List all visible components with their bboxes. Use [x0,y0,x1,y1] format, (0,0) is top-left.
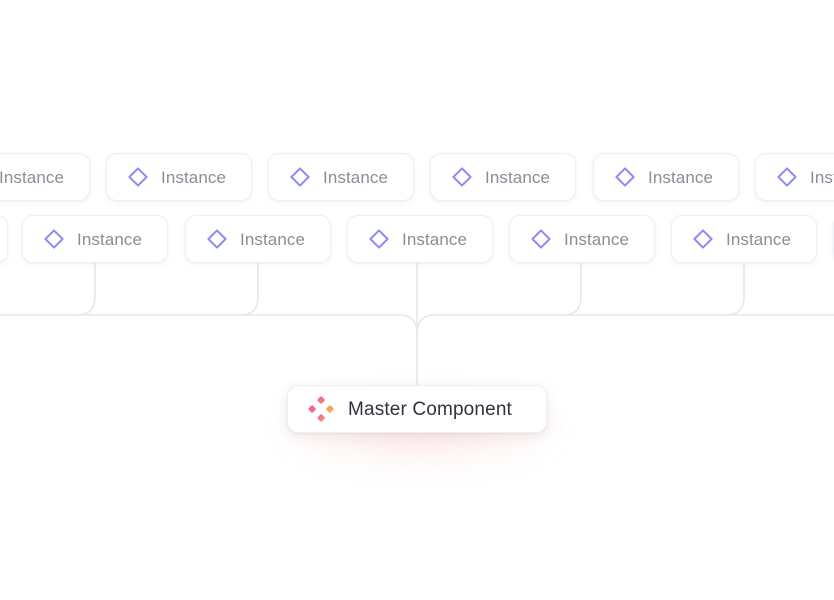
diamond-icon [693,229,713,249]
connector-junction-left [398,314,418,334]
instance-node-label: Instance [161,167,227,187]
instance-node-label: Instance [564,229,630,249]
instance-node[interactable]: Instance [671,215,817,263]
instance-node-label: Instance [0,167,65,187]
diamond-icon [615,167,635,187]
instance-node[interactable]: Instance [22,215,168,263]
instance-node-label: Instance [726,229,792,249]
instance-node-label: Instance [240,229,306,249]
instance-node-label: Instance [77,229,143,249]
connector-drop-1 [76,263,96,316]
diamond-icon [531,229,551,249]
diamond-icon [369,229,389,249]
instance-node-label: Instance [810,167,834,187]
four-diamond-cluster-icon [308,396,334,422]
diamond-icon [207,229,227,249]
instance-node-label: Instance [323,167,389,187]
diamond-icon [128,167,148,187]
instance-node-label: Instance [402,229,468,249]
instance-node[interactable]: Instance [509,215,655,263]
instance-node[interactable]: Instance [430,153,576,201]
instance-node[interactable]: Instance [268,153,414,201]
connector-junction-right [416,314,436,334]
instance-node-label: Instance [485,167,551,187]
diamond-icon [290,167,310,187]
connector-drop-2 [239,263,259,316]
instance-node[interactable]: Instance [185,215,331,263]
diamond-icon [452,167,472,187]
connector-drop-5 [725,263,745,316]
diamond-icon [777,167,797,187]
instance-node[interactable]: Instance [593,153,739,201]
diamond-icon [44,229,64,249]
master-component-node[interactable]: Master Component [287,385,547,433]
instance-node[interactable]: Instance [106,153,252,201]
connector-drop-4 [562,263,582,316]
master-component-label: Master Component [348,398,512,420]
instance-node[interactable]: Instance [755,153,834,201]
instance-node-label: Instance [648,167,714,187]
instance-node[interactable]: Instance [347,215,493,263]
instance-node[interactable]: Instance [0,153,90,201]
instance-node[interactable]: Instance [0,215,8,263]
